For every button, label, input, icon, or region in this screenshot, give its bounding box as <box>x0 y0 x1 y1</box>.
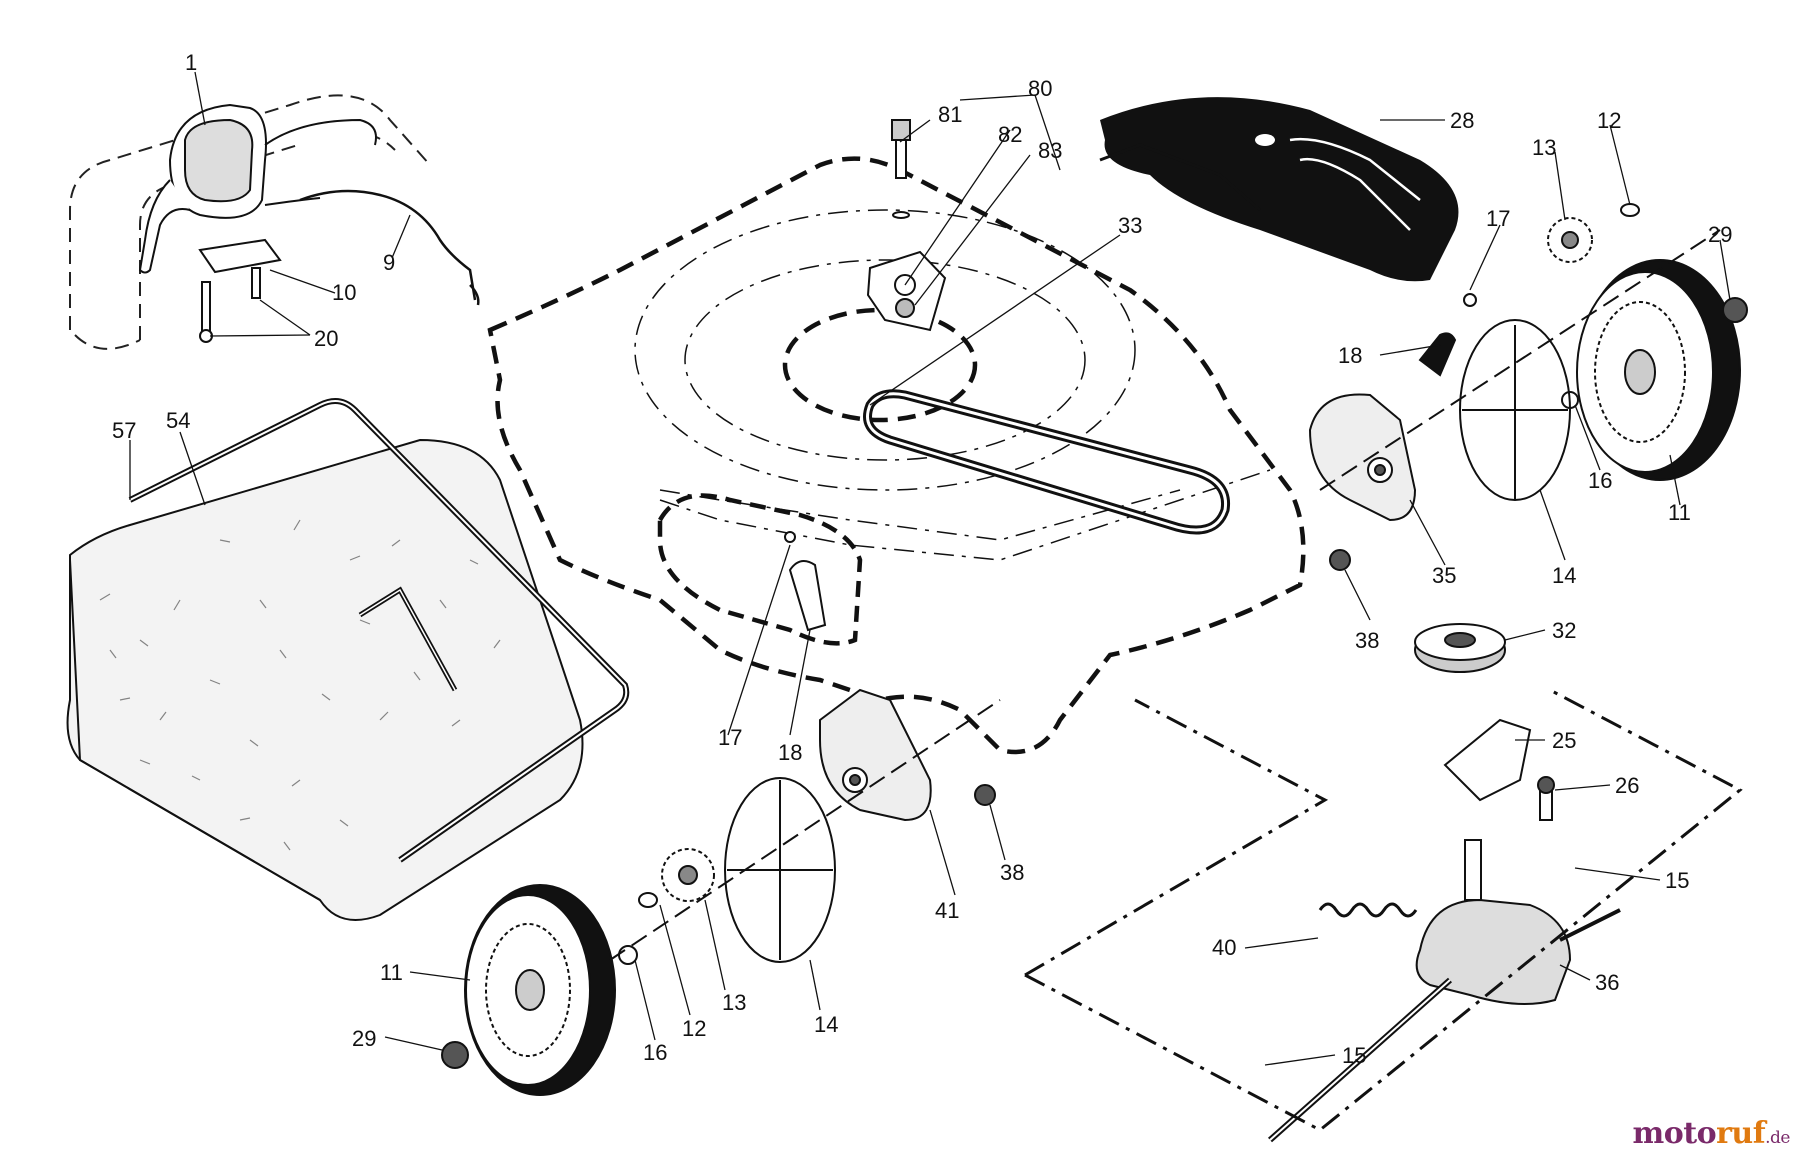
callout-35: 35 <box>1432 563 1456 588</box>
right-hubcap <box>1459 319 1571 501</box>
deck-bolt-plate <box>866 119 947 332</box>
callout-20: 20 <box>314 326 338 351</box>
callout-15-right: 15 <box>1665 868 1689 893</box>
callout-12-left: 12 <box>682 1016 706 1041</box>
callout-17-right: 17 <box>1486 206 1510 231</box>
control-box <box>138 103 377 274</box>
left-wheel <box>441 884 638 1096</box>
left-hubcap <box>724 777 836 963</box>
callout-80: 80 <box>1028 76 1052 101</box>
callout-13-right: 13 <box>1532 135 1556 160</box>
callout-82: 82 <box>998 122 1022 147</box>
callout-11-left: 11 <box>380 960 403 985</box>
callout-17-left: 17 <box>718 725 742 750</box>
callout-81: 81 <box>938 102 962 127</box>
callout-29-right: 29 <box>1708 222 1732 247</box>
right-wheel-gear <box>1547 203 1640 263</box>
callout-26: 26 <box>1615 773 1639 798</box>
left-wheel-gear <box>638 848 715 908</box>
callout-32: 32 <box>1552 618 1576 643</box>
callout-15-bottom: 15 <box>1342 1043 1366 1068</box>
callout-18-right: 18 <box>1338 343 1362 368</box>
v-belt <box>863 389 1231 535</box>
right-wheel <box>1561 259 1748 481</box>
watermark: motoruf.de <box>1632 1116 1790 1151</box>
transmission-bracket <box>1443 718 1555 821</box>
callout-16-left: 16 <box>643 1040 667 1065</box>
callout-38-right: 38 <box>1355 628 1379 653</box>
watermark-part2: ruf <box>1716 1116 1766 1151</box>
height-adjuster-left <box>784 531 932 822</box>
belt-cover <box>1099 97 1459 282</box>
grass-bag <box>66 398 630 921</box>
nuts <box>974 549 1351 806</box>
callout-1: 1 <box>185 50 197 75</box>
leader-lines <box>129 71 1731 1066</box>
callout-12-right: 12 <box>1597 108 1621 133</box>
callout-36: 36 <box>1595 970 1619 995</box>
callout-29-left: 29 <box>352 1026 376 1051</box>
callout-18-left: 18 <box>778 740 802 765</box>
callout-33: 33 <box>1118 213 1142 238</box>
callout-54: 54 <box>166 408 190 433</box>
callout-41: 41 <box>935 898 959 923</box>
drive-pulley <box>1414 623 1506 673</box>
height-adjuster-right <box>1308 293 1477 522</box>
belt-path-box <box>1024 688 1743 1132</box>
mower-deck <box>487 156 1306 755</box>
axle-lines <box>609 229 1721 961</box>
callout-16-right: 16 <box>1588 468 1612 493</box>
callout-40: 40 <box>1212 935 1236 960</box>
spring <box>1318 902 1418 918</box>
throttle-cable <box>299 189 480 306</box>
callout-57: 57 <box>112 418 136 443</box>
callout-28: 28 <box>1450 108 1474 133</box>
callout-14-right: 14 <box>1552 563 1576 588</box>
transmission <box>1268 839 1621 1143</box>
callout-83: 83 <box>1038 138 1062 163</box>
callout-10: 10 <box>332 280 356 305</box>
v-belt-highlight <box>866 392 1228 532</box>
callout-25: 25 <box>1552 728 1576 753</box>
callout-38-left: 38 <box>1000 860 1024 885</box>
watermark-part1: moto <box>1632 1116 1717 1151</box>
callout-14-left: 14 <box>814 1012 838 1037</box>
callout-9: 9 <box>383 250 395 275</box>
watermark-part3: .de <box>1765 1128 1790 1148</box>
callout-labels: 1 9 10 20 57 54 80 81 82 83 28 33 13 12 … <box>112 50 1732 1068</box>
callout-13-left: 13 <box>722 990 746 1015</box>
callout-11-right: 11 <box>1668 500 1691 525</box>
bracket-and-screws <box>198 238 282 343</box>
